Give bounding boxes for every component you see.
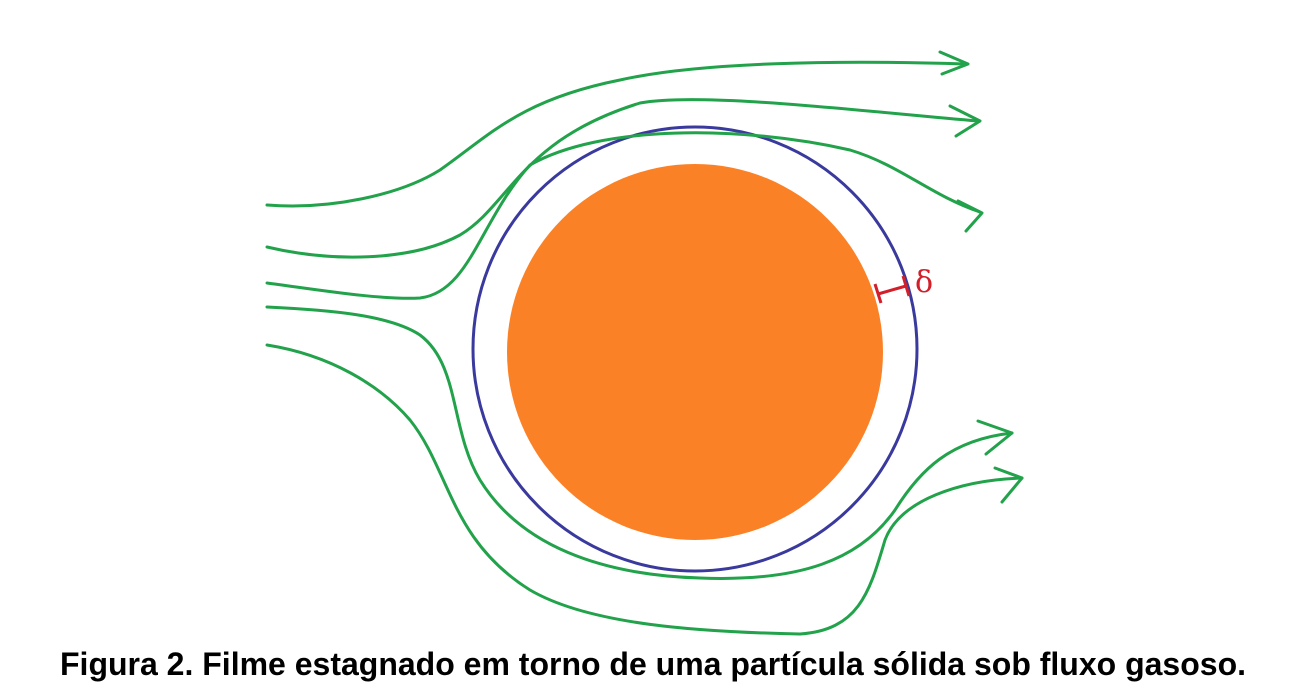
delta-label: δ: [915, 265, 933, 300]
figure-caption: Figura 2. Filme estagnado em torno de um…: [60, 646, 1246, 682]
solid-particle: [507, 164, 883, 540]
streamline-3: [265, 131, 982, 300]
stagnant-film-boundary: [471, 125, 919, 573]
streamline-3-arrowhead: [956, 199, 984, 233]
gas-flow-streamlines: [265, 50, 1024, 636]
streamline-2-arrowhead: [948, 104, 982, 138]
streamline-5-arrowhead: [993, 466, 1024, 504]
streamline-4: [265, 305, 1014, 580]
streamline-1: [265, 60, 967, 208]
thickness-bar-outer-cap: [901, 275, 911, 297]
thickness-bar-inner-cap: [873, 283, 883, 304]
streamline-2: [265, 98, 980, 259]
streamline-4-arrowhead: [976, 419, 1014, 456]
thickness-bar: [877, 284, 907, 296]
film-thickness-marker: δ: [873, 265, 933, 304]
streamline-1-arrowhead: [938, 50, 970, 76]
streamline-5: [265, 343, 1024, 636]
